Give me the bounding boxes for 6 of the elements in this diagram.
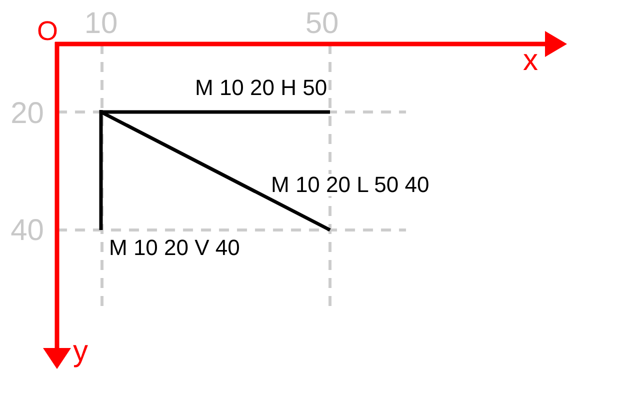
axis-label: y (73, 337, 88, 367)
origin-label: O (37, 18, 58, 45)
path-command-label: M 10 20 V 40 (109, 237, 240, 259)
axis-label: x (523, 46, 538, 76)
path-command-label: M 10 20 L 50 40 (271, 174, 430, 196)
path-command-label: M 10 20 H 50 (195, 77, 328, 99)
